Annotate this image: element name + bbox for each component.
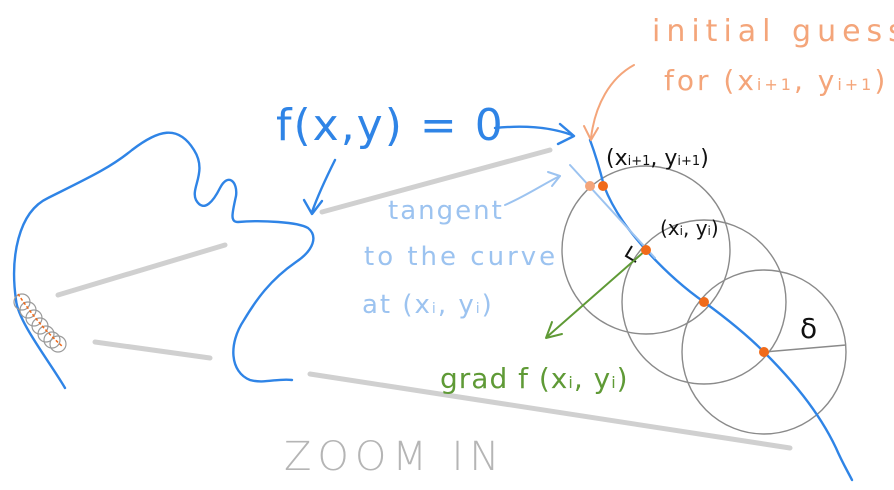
initial-guess-close: ) [874, 64, 889, 97]
point-4 [759, 347, 769, 357]
next-point-mid: , y [650, 146, 678, 171]
initial-guess-pointer-head [583, 125, 599, 141]
right-angle-marker [624, 245, 637, 263]
current-point-open: (x [660, 216, 680, 240]
gradient-close: ) [616, 362, 629, 395]
tangent-line [569, 164, 656, 259]
gradient-arrow-shaft [547, 249, 647, 337]
current-point-close: ) [710, 216, 719, 240]
initial-guess-for-text: for (x [664, 64, 757, 97]
initial-guess-label-line1: initial guess [652, 14, 894, 49]
zoom-guide-lower-left [92, 339, 213, 361]
initial-guess-sub2: i+1 [837, 75, 875, 94]
step-circles [561, 165, 847, 435]
curve-overview [13, 131, 315, 390]
next-point-close: ) [700, 146, 709, 171]
delta-label: δ [800, 312, 818, 345]
initial-guess-sub1: i+1 [756, 75, 794, 94]
tangent-mid: , y [437, 290, 476, 320]
current-point [641, 245, 651, 255]
current-point-sub1: i [679, 224, 683, 238]
tangent-close: ) [481, 290, 494, 320]
gradient-label: grad f (xi, yi) [440, 362, 629, 395]
arrow-head-zoomed [556, 122, 576, 146]
tangent-label-line2: to the curve [364, 242, 559, 272]
circle-around-point-3 [681, 269, 847, 435]
gradient-sub2: i [611, 373, 617, 392]
initial-guess-pointer [590, 64, 635, 139]
curve-zoomed [588, 138, 854, 482]
tangent-pointer-arrow [504, 175, 561, 206]
zoom-guide-lower-right [307, 371, 793, 451]
current-point-label: (xi, yi) [660, 216, 719, 240]
gradient-sub1: i [568, 373, 574, 392]
equation-label: f(x,y) = 0 [276, 100, 505, 151]
tangent-label-line3: at (xi, yi) [362, 290, 494, 320]
arrow-to-overview-curve [310, 158, 337, 214]
next-point-sub1: i+1 [627, 154, 651, 169]
tangent-label-line1: tangent [388, 196, 504, 226]
delta-radius-line [763, 344, 847, 353]
gradient-mid: , y [573, 362, 612, 395]
tangent-sub1: i [431, 301, 438, 317]
initial-guess-point [585, 181, 595, 191]
circle-around-next-point [561, 165, 731, 335]
gradient-text: grad f (x [440, 362, 569, 395]
tangent-at-text: at (x [362, 290, 432, 320]
mini-curve [17, 293, 63, 347]
next-point [598, 181, 608, 191]
current-point-sub2: i [707, 224, 711, 238]
initial-guess-label-line2: for (xi+1, yi+1) [664, 64, 888, 97]
next-point-label: (xi+1, yi+1) [606, 146, 709, 171]
mini-iterations [13, 293, 67, 353]
tangent-pointer-head [547, 171, 561, 187]
arrow-head-overview [302, 198, 324, 216]
zoom-guide-upper-right [319, 147, 553, 215]
zoom-in-label: zoom IN [284, 434, 506, 480]
next-point-sub2: i+1 [677, 154, 701, 169]
zoom-guide-upper-left [55, 242, 228, 298]
circle-around-point-2 [621, 219, 787, 385]
gradient-arrow-head [545, 321, 563, 339]
current-point-mid: , y [682, 216, 708, 240]
next-point-open: (x [606, 146, 628, 171]
arrow-to-zoomed-curve [493, 125, 574, 137]
zoom-guides [55, 147, 793, 451]
initial-guess-mid: , y [793, 64, 838, 97]
point-3 [699, 297, 709, 307]
tangent-sub2: i [475, 301, 482, 317]
